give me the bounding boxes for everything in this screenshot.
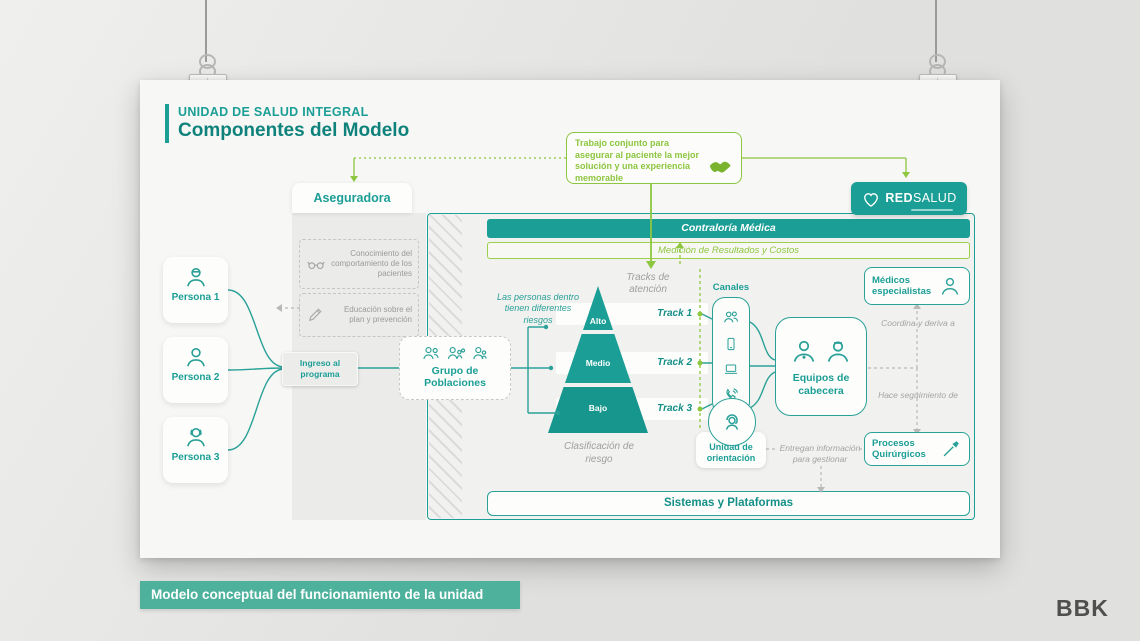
redsalud-logo: REDSALUD (851, 182, 967, 215)
canales-box (712, 297, 750, 415)
sistemas-bar: Sistemas y Plataformas (487, 491, 970, 516)
medicos-especialistas-card: Médicos especialistas (864, 267, 970, 305)
medicos-especialistas-label: Médicos especialistas (872, 274, 932, 297)
glasses-icon (307, 261, 325, 270)
person-icon (186, 427, 205, 447)
operator-headset-icon (725, 414, 739, 430)
contraloria-bar: Contraloría Médica (487, 219, 970, 238)
risk-pyramid: Alto Medio Bajo (548, 286, 648, 433)
pencil-icon (308, 308, 322, 322)
doctor-icon (793, 340, 815, 362)
persona-card-3: Persona 3 (163, 417, 228, 483)
unidad-orientacion-card: Unidad de orientación (696, 432, 766, 468)
ingreso-button: Ingreso al programa (282, 352, 358, 386)
aseguradora-label: Aseguradora (292, 183, 412, 213)
title-accent-bar (165, 104, 169, 143)
bbk-logo: BBK (1056, 595, 1109, 621)
relation-coordina: Coordina y deriva a (881, 318, 955, 328)
persona-label: Persona 3 (171, 452, 220, 463)
canales-label: Canales (712, 282, 750, 293)
medicion-bar: Medición de Resultados y Costos (487, 242, 970, 259)
hanging-string-right (935, 0, 937, 62)
tracks-header: Tracks de atención (626, 272, 670, 295)
aseguradora-item-text: Conocimiento del comportamiento de los p… (331, 249, 412, 278)
aseguradora-item-text: Educación sobre el plan y prevención (343, 305, 412, 324)
scalpel-icon (943, 441, 959, 457)
relation-seguimiento: Hace seguimiento de (878, 390, 958, 400)
heart-icon (864, 192, 879, 207)
redsalud-tagline (911, 209, 953, 211)
phone-call-icon (726, 388, 738, 400)
handshake-icon (709, 161, 731, 173)
persona-label: Persona 2 (171, 372, 220, 383)
redsalud-wordmark: REDSALUD (885, 191, 957, 206)
person-icon (186, 347, 205, 367)
joint-work-text: Trabajo conjunto para asegurar al pacien… (575, 138, 700, 184)
joint-work-note: Trabajo conjunto para asegurar al pacien… (566, 132, 742, 184)
procesos-quirurgicos-card: Procesos Quirúrgicos (864, 432, 970, 466)
page-title: Componentes del Modelo (178, 120, 410, 141)
grupo-poblaciones-label: Grupo de Poblaciones (424, 365, 486, 390)
aseguradora-item-educacion: Educación sobre el plan y prevención (299, 293, 419, 337)
person-icon (186, 267, 205, 287)
slide-caption: Modelo conceptual del funcionamiento de … (140, 581, 520, 609)
relation-entregan: Entregan información para gestionar (779, 443, 861, 464)
population-groups-icon (400, 343, 510, 363)
nurse-icon (827, 341, 849, 362)
persona-label: Persona 1 (171, 292, 220, 303)
specialist-doctor-icon (941, 277, 959, 295)
procesos-quirurgicos-label: Procesos Quirúrgicos (872, 437, 926, 460)
risk-note: Las personas dentro tienen diferentes ri… (496, 292, 580, 325)
kicker: UNIDAD DE SALUD INTEGRAL (178, 105, 369, 119)
equipos-cabecera-card: Equipos de cabecera (775, 317, 867, 416)
persona-card-1: Persona 1 (163, 257, 228, 323)
operator-circle (708, 398, 756, 446)
aseguradora-item-conocimiento: Conocimiento del comportamiento de los p… (299, 239, 419, 289)
pyramid-level-medio: Medio (586, 358, 611, 368)
pyramid-level-alto: Alto (590, 316, 607, 326)
persona-card-2: Persona 2 (163, 337, 228, 403)
smartphone-icon (727, 337, 735, 350)
people-icon (724, 311, 739, 323)
grupo-poblaciones-card: Grupo de Poblaciones (399, 336, 511, 400)
ingreso-label: Ingreso al programa (299, 357, 341, 379)
pyramid-caption: Clasificación de riesgo (563, 441, 635, 465)
pyramid-level-bajo: Bajo (589, 403, 607, 413)
hanging-string-left (205, 0, 207, 62)
laptop-icon (725, 364, 737, 375)
equipos-cabecera-label: Equipos de cabecera (792, 372, 850, 397)
